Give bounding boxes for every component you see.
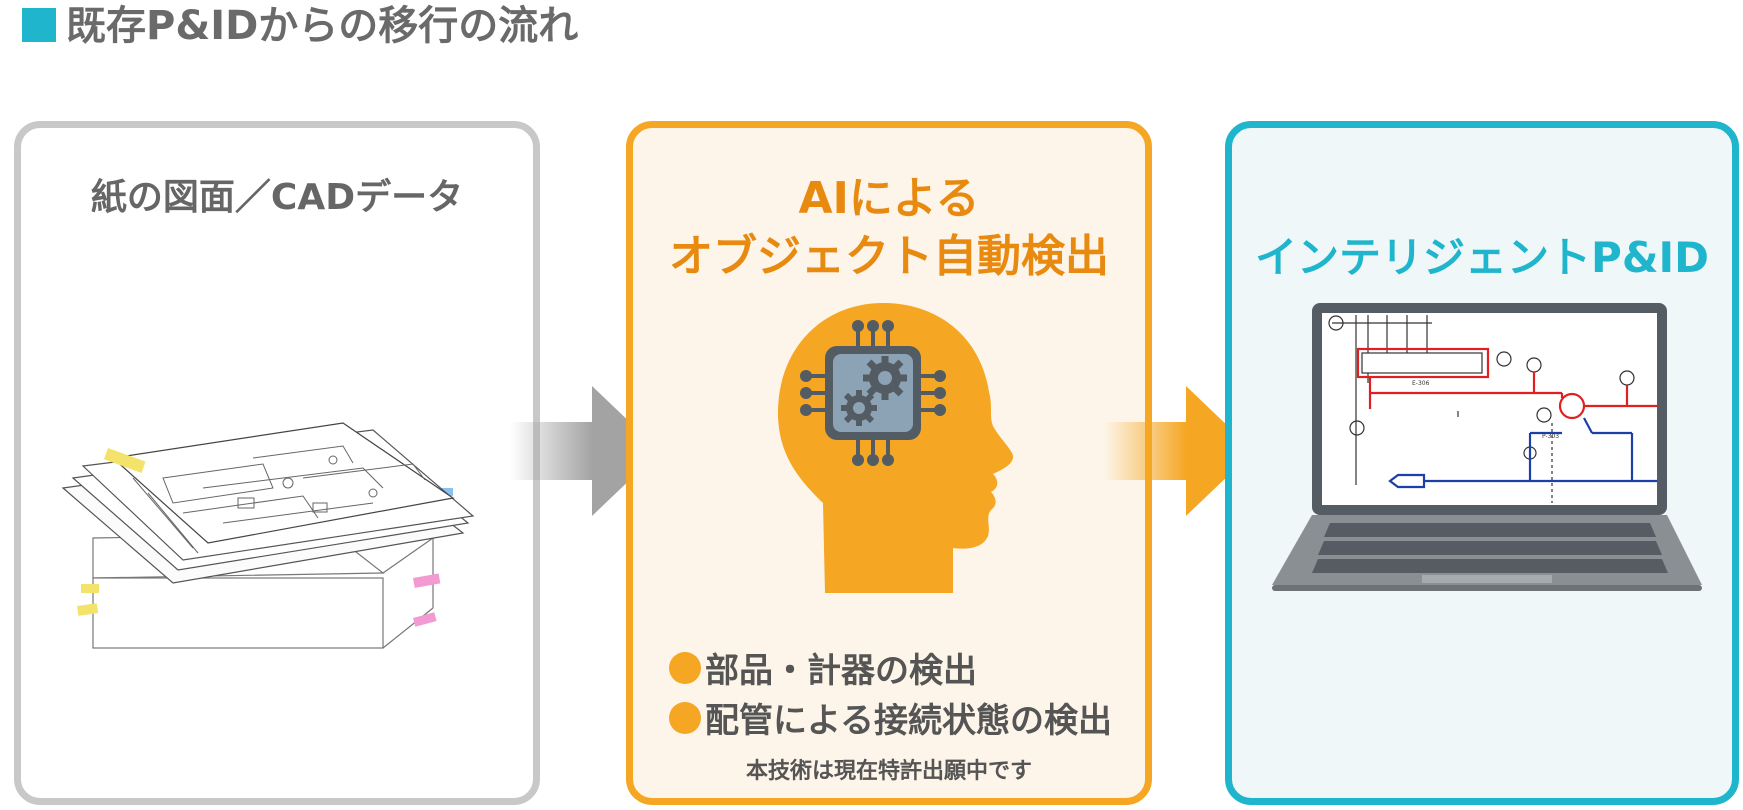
page-title: 既存P&IDからの移行の流れ [66,3,579,49]
gear-chip-icon [800,320,946,466]
flow-arrow-icon [510,386,660,516]
bullet-item-piping-detection: 配管による接続状態の検出 [669,693,1112,742]
flow-arrow-icon [1104,386,1254,516]
laptop-pid-illustration: E-306 P-303 [1272,303,1702,591]
patent-note: 本技術は現在特許出願中です [745,759,1032,784]
panel-heading-ai-line2: オブジェクト自動検出 [669,231,1109,282]
bullet-dot [669,701,701,734]
bullet-dot [669,651,701,684]
panel-heading-intelligent-pid: インテリジェントP&ID [1255,233,1709,282]
panel-source-drawings: 紙の図面／CADデータ [14,121,540,805]
panel-ai-detection: AIによる オブジェクト自動検出 [626,121,1152,805]
paper-drawings-illustration [61,422,475,649]
panel-heading-source: 紙の図面／CADデータ [90,177,464,218]
bullet-item-parts-detection: 部品・計器の検出 [669,643,977,692]
svg-text:E-306: E-306 [1412,380,1430,387]
bullet-text: 配管による接続状態の検出 [705,701,1112,741]
bullet-text: 部品・計器の検出 [705,651,977,691]
panel-intelligent-pid: インテリジェントP&ID [1225,121,1739,805]
svg-text:P-303: P-303 [1542,433,1559,440]
ai-head-icon [778,303,1014,593]
panel-heading-ai-line1: AIによる [798,173,980,224]
title-marker [22,8,56,42]
